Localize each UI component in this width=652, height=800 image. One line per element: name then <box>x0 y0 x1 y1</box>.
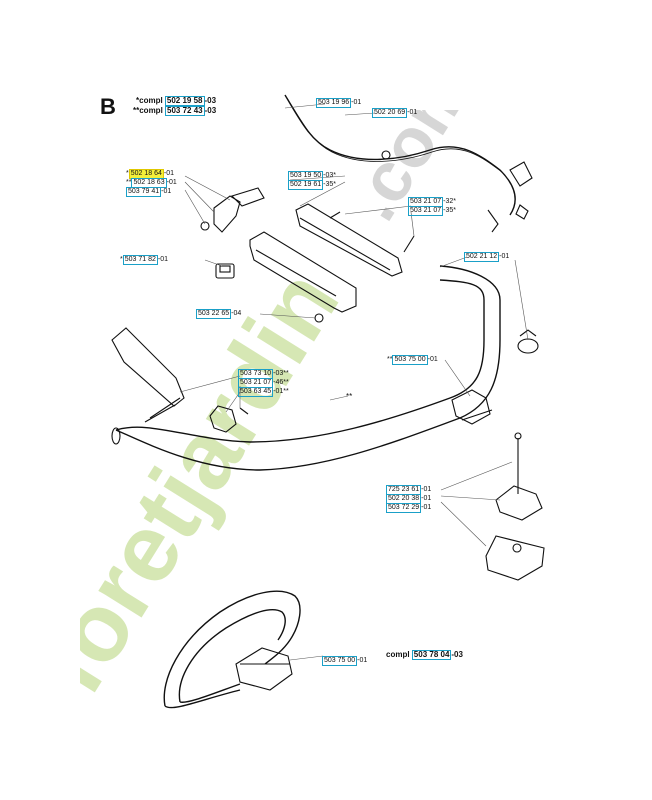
throttle-handle-half-a <box>295 203 403 277</box>
assembly-number[interactable]: 503 78 04 <box>411 650 452 660</box>
assembly-number[interactable]: 503 72 43 <box>165 106 205 116</box>
part-tag[interactable]: 503 19 96-01 <box>316 98 362 108</box>
assembly-label-2: **compl 503 72 43-03 <box>133 106 217 116</box>
lower-bracket <box>485 535 545 581</box>
part-tag[interactable]: 503 79 41-01 <box>126 187 172 197</box>
part-tag[interactable]: 502 20 69-01 <box>372 108 418 118</box>
part-tag[interactable]: 503 22 65-04 <box>196 309 242 319</box>
part-tag[interactable]: 502 21 12-01 <box>464 252 510 262</box>
stop-switch <box>215 263 235 279</box>
callout-mark: ** <box>346 392 353 401</box>
clamp-knob <box>495 485 543 521</box>
assembly-label-3: compl 503 78 04-03 <box>386 650 463 660</box>
part-tag[interactable]: *503 71 82-01 <box>120 255 169 265</box>
ring-clamp <box>517 338 539 354</box>
section-letter: B <box>100 94 116 119</box>
throttle-handle-half-b <box>249 231 357 313</box>
bar-clamp-left <box>209 405 237 433</box>
part-tag[interactable]: 503 63 45-01** <box>238 387 289 397</box>
left-grip <box>111 327 185 407</box>
part-tag[interactable]: 503 72 29-01 <box>386 503 432 513</box>
assembly-label-1: *compl 502 19 58-03 <box>136 96 217 106</box>
handlebar-main <box>115 265 501 471</box>
part-tag[interactable]: 503 75 00-01 <box>322 656 368 666</box>
part-tag[interactable]: 503 21 07-35* <box>408 206 456 216</box>
part-tag[interactable]: 502 19 61-35* <box>288 180 336 190</box>
part-tag[interactable]: **503 75 00-01 <box>387 355 438 365</box>
assembly-number[interactable]: 502 19 58 <box>164 96 205 106</box>
throttle-trigger <box>213 195 241 233</box>
loop-handle-clamp <box>235 647 293 691</box>
bar-clamp-right <box>451 389 491 425</box>
loop-handle <box>163 590 301 707</box>
